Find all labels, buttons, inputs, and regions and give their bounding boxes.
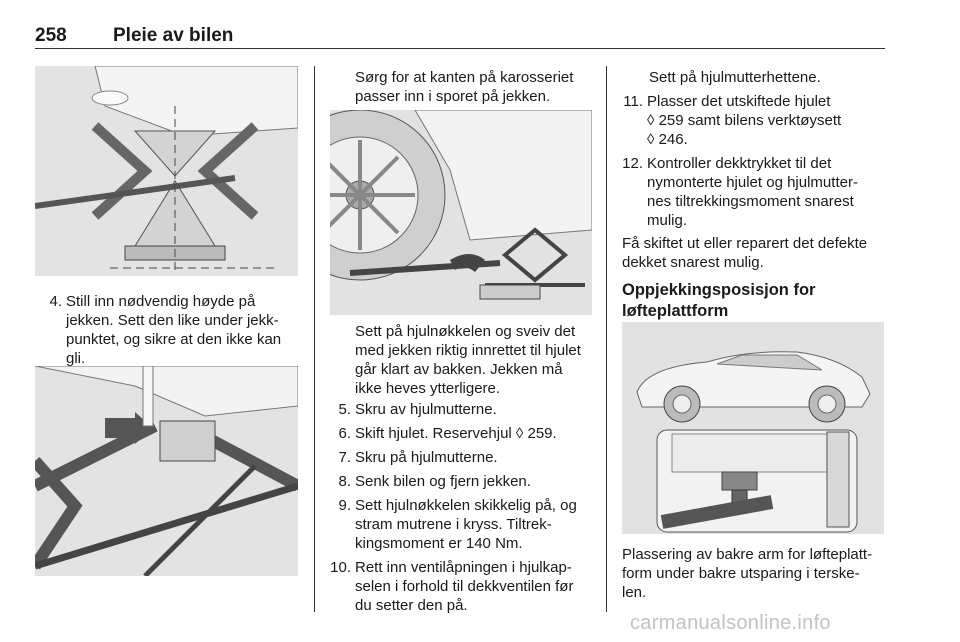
step-text: nymonterte hjulet og hjulmutter-: [647, 174, 858, 191]
step-text: punktet, og sikre at den ikke kan: [66, 331, 282, 348]
jack-detail-illustration: [35, 366, 298, 576]
text-line: med jekken riktig innrettet til hjulet: [355, 342, 581, 359]
column-divider-2: [606, 66, 607, 612]
watermark: carmanualsonline.info: [630, 612, 831, 634]
page-header: 258 Pleie av bilen: [35, 20, 885, 50]
step-number: 12.: [622, 155, 643, 172]
text-line: går klart av bakken. Jekken må: [355, 361, 563, 378]
text-line: Plassering av bakre arm for løfteplatt-: [622, 546, 873, 563]
heading-line: Oppjekkingsposisjon for: [622, 281, 816, 299]
text-line: len.: [622, 584, 647, 601]
text-line: dekket snarest mulig.: [622, 254, 764, 271]
step-text: Rett inn ventilåpningen i hjulkap-: [355, 559, 572, 576]
step-text: Kontroller dekktrykket til det: [647, 155, 832, 172]
header-rule: [35, 48, 885, 49]
step-text: Sett hjulnøkkelen skikkelig på, og: [355, 497, 577, 514]
text-line: Sett på hjulnøkkelen og sveiv det: [355, 323, 576, 340]
step-text: du setter den på.: [355, 597, 468, 614]
heading-line: løfteplattform: [622, 302, 729, 320]
step-number: 5.: [338, 401, 351, 418]
step-text: Skru av hjulmutterne.: [355, 401, 497, 418]
text-line: passer inn i sporet på jekken.: [355, 88, 551, 105]
text-line: form under bakre utsparing i terske-: [622, 565, 860, 582]
step-text: Plasser det utskiftede hjulet: [647, 93, 831, 110]
step-number: 8.: [338, 473, 351, 490]
section-heading: Oppjekkingsposisjon for løfteplattform: [622, 280, 815, 322]
step-number: 10.: [330, 559, 351, 576]
step-text: ◊ 259 samt bilens verktøysett: [647, 112, 842, 129]
step-text: jekken. Sett den like under jekk-: [66, 312, 279, 329]
step-text: ◊ 246.: [647, 131, 688, 148]
step-10-continuation: Sett på hjulmutterhettene.: [649, 69, 821, 86]
step-text: kingsmoment er 140 Nm.: [355, 535, 523, 552]
text-line: ikke heves ytterligere.: [355, 380, 501, 397]
page-number: 258: [35, 25, 67, 46]
intro-text: Sørg for at kanten på karosseriet passer…: [355, 68, 573, 106]
wheel-jack-illustration: [330, 110, 592, 315]
step-text: gli.: [66, 350, 86, 367]
step-text: Senk bilen og fjern jekken.: [355, 473, 531, 490]
step-number: 11.: [623, 93, 643, 110]
step-number: 6.: [338, 425, 351, 442]
step-text: nes tiltrekkingsmoment snarest: [647, 193, 854, 210]
step-text: stram mutrene i kryss. Tiltrek-: [355, 516, 552, 533]
step-text: Skru på hjulmutterne.: [355, 449, 498, 466]
crank-paragraph: Sett på hjulnøkkelen og sveiv det med je…: [355, 322, 581, 398]
step-number: 4.: [49, 293, 62, 310]
step-text: selen i forhold til dekkventilen før: [355, 578, 574, 595]
defect-note: Få skiftet ut eller reparert det defekte…: [622, 234, 867, 272]
figure-caption: Plassering av bakre arm for løfteplatt- …: [622, 545, 872, 602]
page-title: Pleie av bilen: [113, 25, 234, 46]
step-number: 9.: [338, 497, 351, 514]
text-line: Få skiftet ut eller reparert det defekte: [622, 235, 868, 252]
text-line: Sørg for at kanten på karosseriet: [355, 69, 574, 86]
step-number: 7.: [338, 449, 351, 466]
column-divider-1: [314, 66, 315, 612]
step-text: Skift hjulet. Reservehjul ◊ 259.: [355, 425, 557, 442]
lift-platform-illustration: [622, 322, 884, 534]
step-text: mulig.: [647, 212, 688, 229]
scissor-jack-illustration: [35, 66, 298, 276]
step-text: Still inn nødvendig høyde på: [66, 293, 256, 310]
